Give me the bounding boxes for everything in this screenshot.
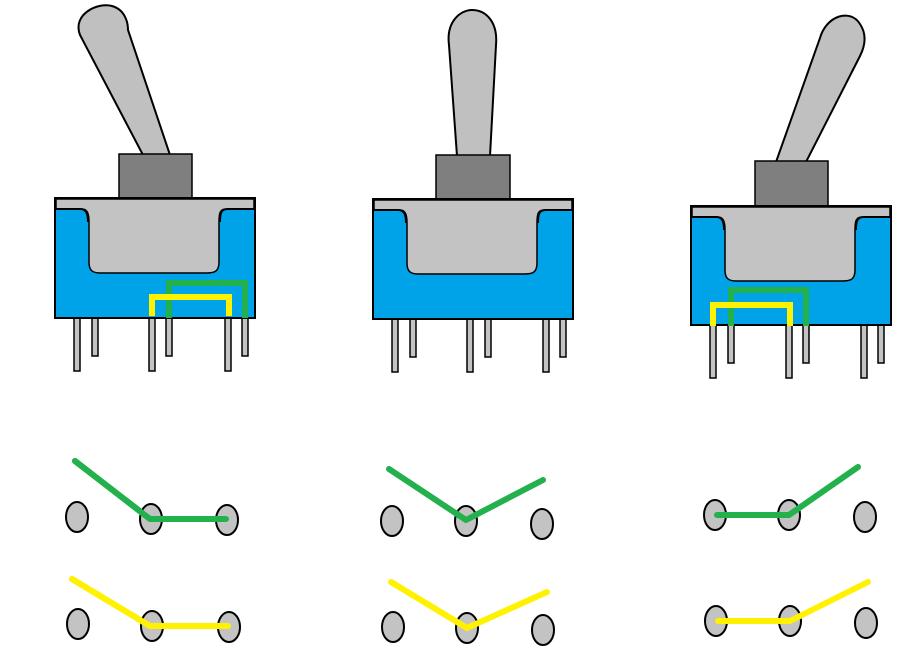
pins-right	[709, 324, 885, 379]
switch-right	[690, 14, 892, 379]
terminal	[530, 508, 554, 540]
wire-yellow-center	[388, 579, 550, 631]
bushing-center	[435, 154, 511, 200]
wire-green-center	[386, 466, 546, 523]
terminal	[853, 501, 877, 533]
switch-left	[54, 4, 256, 372]
terminal	[854, 607, 878, 639]
wire-green-right	[714, 464, 861, 518]
terminal	[65, 501, 89, 533]
terminal	[531, 614, 555, 646]
terminal	[381, 611, 405, 643]
housing-cutout-right	[691, 206, 891, 282]
schematic-center	[380, 466, 555, 646]
pins-left	[73, 317, 249, 372]
bushing-left	[118, 153, 193, 200]
pins-center	[391, 318, 567, 373]
schematic-right	[703, 464, 878, 639]
lever-right	[774, 14, 866, 163]
terminal	[380, 505, 404, 537]
bridge-yellow-right	[710, 302, 793, 326]
lever-left	[77, 4, 172, 156]
switch-center	[372, 8, 574, 373]
housing-cutout-center	[373, 199, 573, 275]
housing-cutout-left	[55, 198, 255, 274]
schematic-left	[65, 458, 241, 643]
bushing-right	[754, 160, 829, 207]
bridge-yellow-left	[149, 294, 232, 316]
bridge-green-left	[166, 280, 248, 318]
wire-yellow-right	[715, 579, 871, 624]
terminal	[66, 608, 90, 640]
lever-center	[447, 8, 498, 157]
